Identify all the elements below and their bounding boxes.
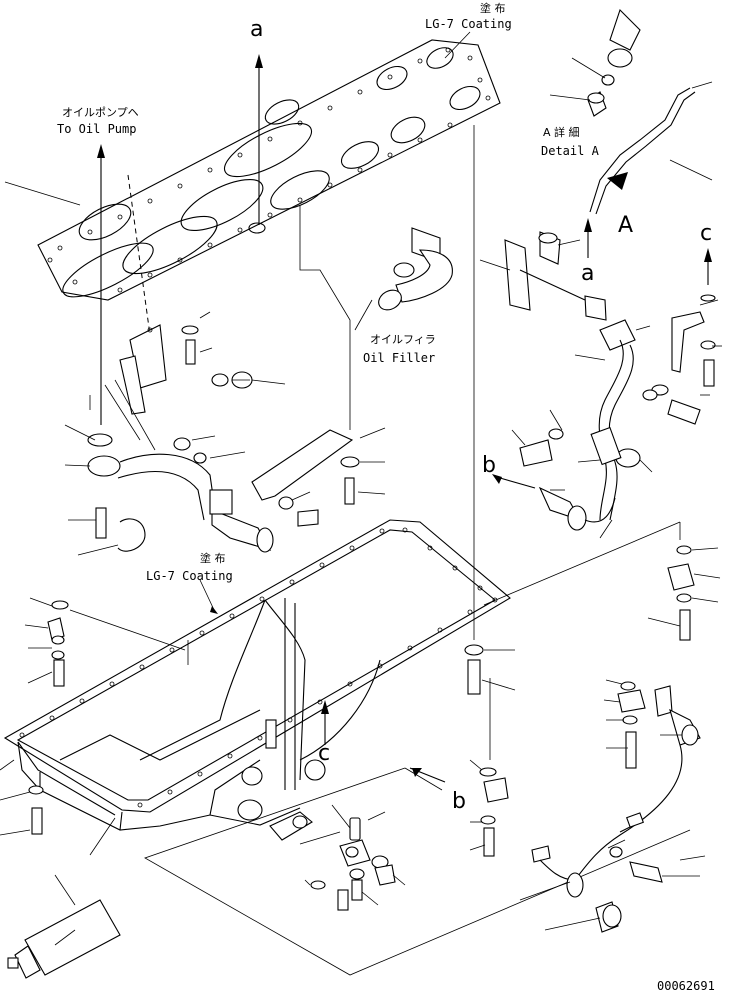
oil-pump-en: To Oil Pump: [57, 122, 136, 136]
callout-c-mid: c: [318, 741, 330, 766]
bracket-mid: [251, 427, 386, 527]
right-column-parts: [464, 545, 721, 760]
callout-a-top: a: [250, 17, 263, 42]
callout-a-right: a: [581, 261, 594, 286]
left-small-parts: [0, 597, 186, 836]
sensor-harness: [511, 339, 658, 539]
callout-A: A: [618, 213, 633, 238]
oil-filler-jp: オイルフィラ: [370, 333, 436, 346]
dipstick-detail: [549, 8, 713, 258]
drawing-number: 00062691: [657, 979, 715, 993]
bracket-right: [479, 231, 722, 425]
callout-c-right: c: [700, 221, 712, 246]
oil-filler-en: Oil Filler: [363, 351, 435, 365]
coating-top-jp: 塗 布: [480, 1, 506, 15]
suction-pipe: [87, 433, 274, 553]
detail-a-jp: A 詳 細: [543, 125, 580, 139]
coating-mid-jp: 塗 布: [200, 551, 226, 565]
bottom-left-strainer: [7, 874, 121, 979]
bottom-right-harness: [469, 679, 706, 933]
oil-pan: [3, 519, 511, 841]
callout-b-bottom: b: [452, 789, 466, 814]
bracket-left: [119, 311, 286, 415]
detail-a-en: Detail A: [541, 144, 600, 158]
drain-parts: [299, 804, 406, 911]
coating-top-en: LG-7 Coating: [425, 17, 512, 31]
gasket-plate: [37, 39, 501, 301]
coating-mid-en: LG-7 Coating: [146, 569, 233, 583]
oil-pump-jp: オイルポンプヘ: [62, 106, 139, 119]
callout-b-mid: b: [482, 453, 496, 478]
oil-filler: [378, 227, 453, 311]
